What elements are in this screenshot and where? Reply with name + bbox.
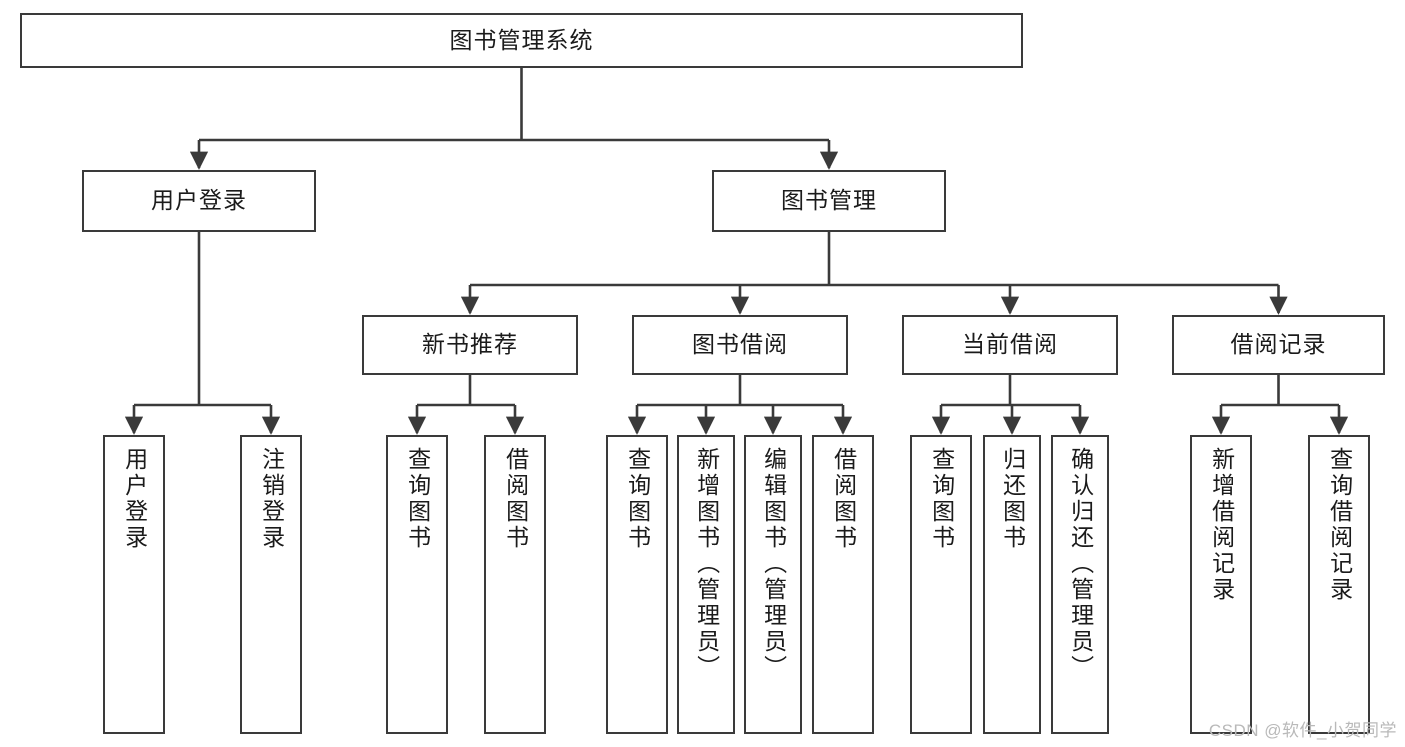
node-label: 新增借阅记录 bbox=[1208, 447, 1235, 603]
node-label: 图书管理 bbox=[781, 187, 877, 214]
node-label: 用户登录 bbox=[151, 187, 247, 214]
node-label: 用户登录 bbox=[121, 447, 148, 551]
node-leaf1[interactable]: 用户登录 bbox=[103, 435, 165, 734]
node-leaf12[interactable]: 新增借阅记录 bbox=[1190, 435, 1252, 734]
node-label: 查询图书 bbox=[928, 447, 955, 551]
node-leaf6[interactable]: 新增图书（管理员） bbox=[677, 435, 735, 734]
watermark-label: CSDN @软件_小贺同学 bbox=[1208, 721, 1397, 740]
node-leaf2[interactable]: 注销登录 bbox=[240, 435, 302, 734]
node-label: 图书管理系统 bbox=[449, 26, 594, 53]
node-leaf4[interactable]: 借阅图书 bbox=[484, 435, 546, 734]
node-label: 归还图书 bbox=[999, 447, 1026, 551]
node-leaf5[interactable]: 查询图书 bbox=[606, 435, 668, 734]
node-label: 查询借阅记录 bbox=[1326, 447, 1353, 603]
node-leaf8[interactable]: 借阅图书 bbox=[812, 435, 874, 734]
node-records[interactable]: 借阅记录 bbox=[1172, 315, 1385, 375]
node-label: 借阅图书 bbox=[502, 447, 529, 551]
node-label: 确认归还（管理员） bbox=[1067, 447, 1094, 681]
node-leaf11[interactable]: 确认归还（管理员） bbox=[1051, 435, 1109, 734]
node-bookmgmt[interactable]: 图书管理 bbox=[712, 170, 946, 232]
node-label: 查询图书 bbox=[624, 447, 651, 551]
node-newbook[interactable]: 新书推荐 bbox=[362, 315, 578, 375]
node-label: 图书借阅 bbox=[692, 331, 788, 358]
node-login[interactable]: 用户登录 bbox=[82, 170, 316, 232]
node-leaf13[interactable]: 查询借阅记录 bbox=[1308, 435, 1370, 734]
node-label: 注销登录 bbox=[258, 447, 285, 551]
node-leaf3[interactable]: 查询图书 bbox=[386, 435, 448, 734]
node-label: 当前借阅 bbox=[962, 331, 1058, 358]
node-label: 借阅图书 bbox=[830, 447, 857, 551]
node-borrow[interactable]: 图书借阅 bbox=[632, 315, 848, 375]
node-label: 查询图书 bbox=[404, 447, 431, 551]
node-label: 新书推荐 bbox=[422, 331, 518, 358]
node-label: 编辑图书（管理员） bbox=[760, 447, 787, 681]
node-label: 新增图书（管理员） bbox=[693, 447, 720, 681]
node-root[interactable]: 图书管理系统 bbox=[20, 13, 1023, 68]
node-current[interactable]: 当前借阅 bbox=[902, 315, 1118, 375]
node-leaf9[interactable]: 查询图书 bbox=[910, 435, 972, 734]
node-leaf7[interactable]: 编辑图书（管理员） bbox=[744, 435, 802, 734]
node-label: 借阅记录 bbox=[1230, 331, 1327, 358]
node-leaf10[interactable]: 归还图书 bbox=[983, 435, 1041, 734]
